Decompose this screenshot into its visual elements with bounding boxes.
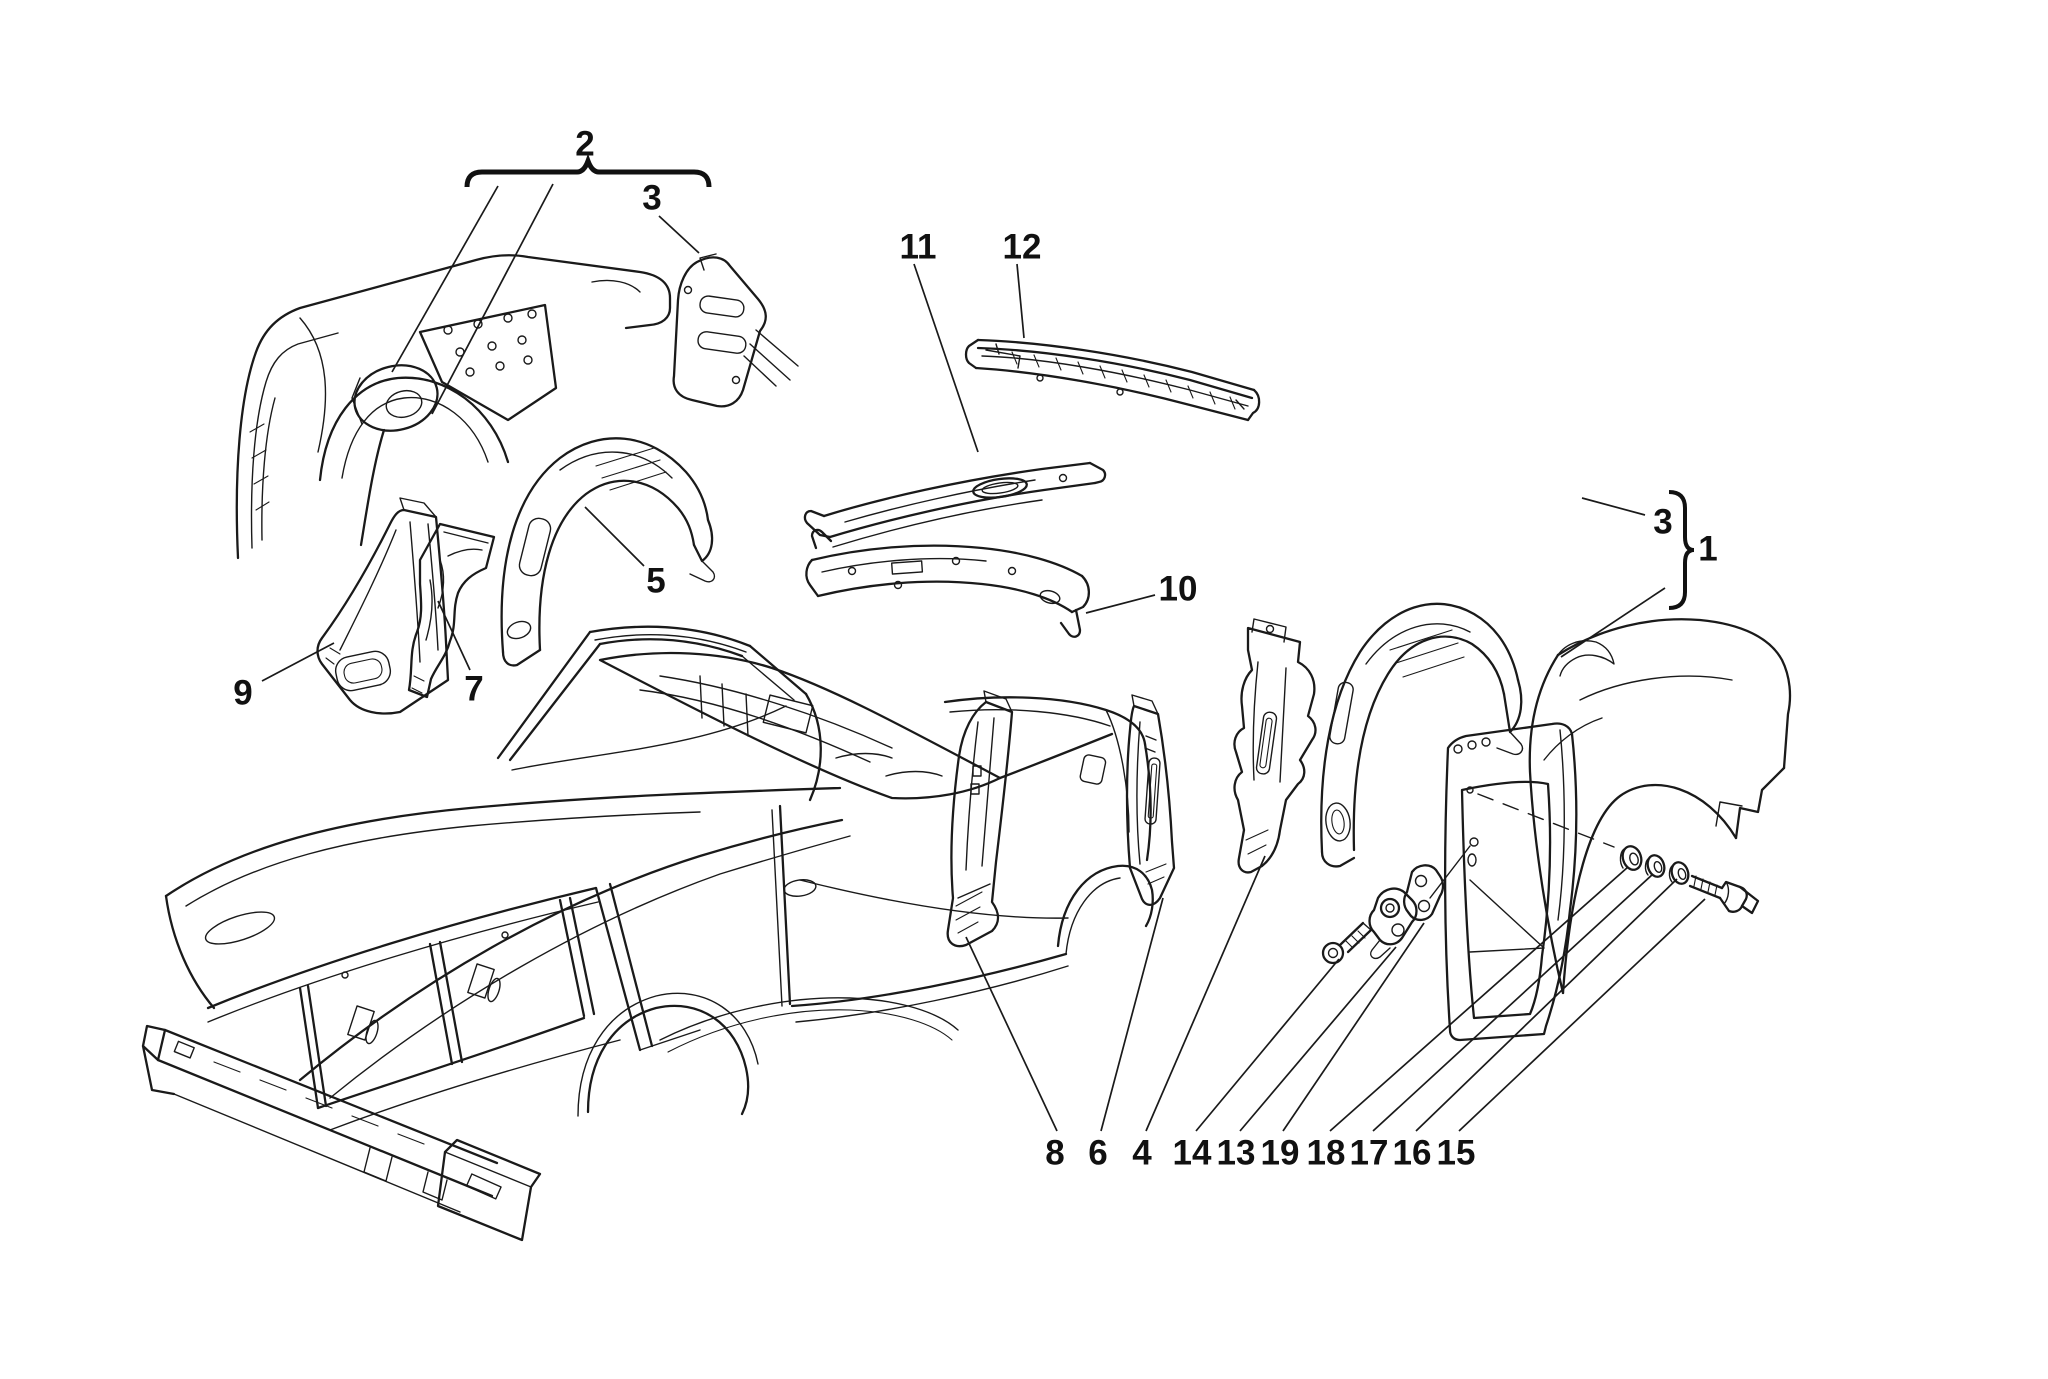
part-4-sail-panel	[1233, 618, 1317, 874]
part-19-plate	[1402, 864, 1445, 922]
callout-brace-2	[464, 153, 712, 188]
callout-leader-14	[1195, 958, 1340, 1132]
callout-label-18: 18	[1307, 1134, 1346, 1173]
part-5-wheelhouse-left	[500, 437, 716, 667]
part-10-crossmember	[805, 528, 1091, 638]
callout-leader-15	[1458, 898, 1706, 1132]
callout-leader-2	[431, 183, 554, 415]
callout-leader-3	[1581, 497, 1646, 516]
callout-label-11: 11	[900, 228, 937, 267]
callout-label-5: 5	[646, 562, 665, 601]
callout-label-8: 8	[1045, 1134, 1064, 1173]
callout-label-9: 9	[233, 674, 252, 713]
part-18-washer	[1619, 845, 1643, 871]
callout-label-6: 6	[1088, 1134, 1107, 1173]
car-body-shell	[141, 625, 1154, 1242]
callout-label-3: 3	[1653, 503, 1672, 542]
part-15-bolt	[1688, 874, 1760, 915]
callout-leader-3	[658, 215, 700, 254]
callout-leader-19	[1282, 922, 1425, 1132]
callout-label-17: 17	[1350, 1134, 1389, 1173]
callout-leader-5	[584, 506, 645, 567]
part-6-pillar	[1125, 694, 1176, 907]
callout-brace-1	[1668, 490, 1695, 610]
callout-leader-10	[1085, 594, 1156, 614]
callout-label-4: 4	[1132, 1134, 1152, 1173]
part-2-inner-quarter-panel	[235, 254, 672, 560]
callout-label-14: 14	[1173, 1134, 1212, 1173]
callout-leader-1	[1560, 587, 1666, 658]
callout-leader-13	[1239, 946, 1397, 1132]
callout-leader-7	[437, 600, 471, 671]
callout-leader-6	[1100, 897, 1164, 1132]
callout-leader-8	[965, 936, 1058, 1132]
callout-leader-16	[1415, 878, 1678, 1132]
callout-leader-12	[1016, 263, 1025, 339]
part-wheelhouse-right	[1320, 602, 1524, 868]
callout-leader-2	[391, 185, 499, 373]
part-12-rear-rail	[964, 338, 1261, 422]
callout-label-2: 2	[575, 125, 594, 164]
callout-leader-9	[261, 642, 335, 682]
part-3-bracket-left	[672, 253, 799, 408]
part-rear-inner-panel	[1429, 722, 1615, 1042]
callout-leader-18	[1329, 866, 1629, 1132]
callout-label-1: 1	[1698, 530, 1717, 569]
callout-label-15: 15	[1437, 1134, 1476, 1173]
callout-label-13: 13	[1217, 1134, 1256, 1173]
callout-label-12: 12	[1003, 228, 1042, 267]
part-14-bolt	[1321, 921, 1373, 965]
callout-leader-4	[1145, 855, 1266, 1132]
callout-leader-11	[913, 263, 979, 453]
callout-label-19: 19	[1261, 1134, 1300, 1173]
part-8-pillar	[946, 690, 1014, 948]
part-11-upper-rail	[803, 461, 1107, 548]
part-1-rear-fender	[1528, 618, 1792, 995]
callout-label-7: 7	[464, 670, 483, 709]
callout-label-16: 16	[1393, 1134, 1432, 1173]
callout-leader-17	[1372, 873, 1654, 1132]
callout-label-3: 3	[642, 179, 661, 218]
part-9-pillar	[316, 497, 450, 715]
part-17-washer	[1644, 854, 1666, 878]
part-13-hinge-bracket	[1368, 887, 1418, 960]
callout-label-10: 10	[1159, 570, 1198, 609]
part-16-washer	[1668, 861, 1690, 885]
